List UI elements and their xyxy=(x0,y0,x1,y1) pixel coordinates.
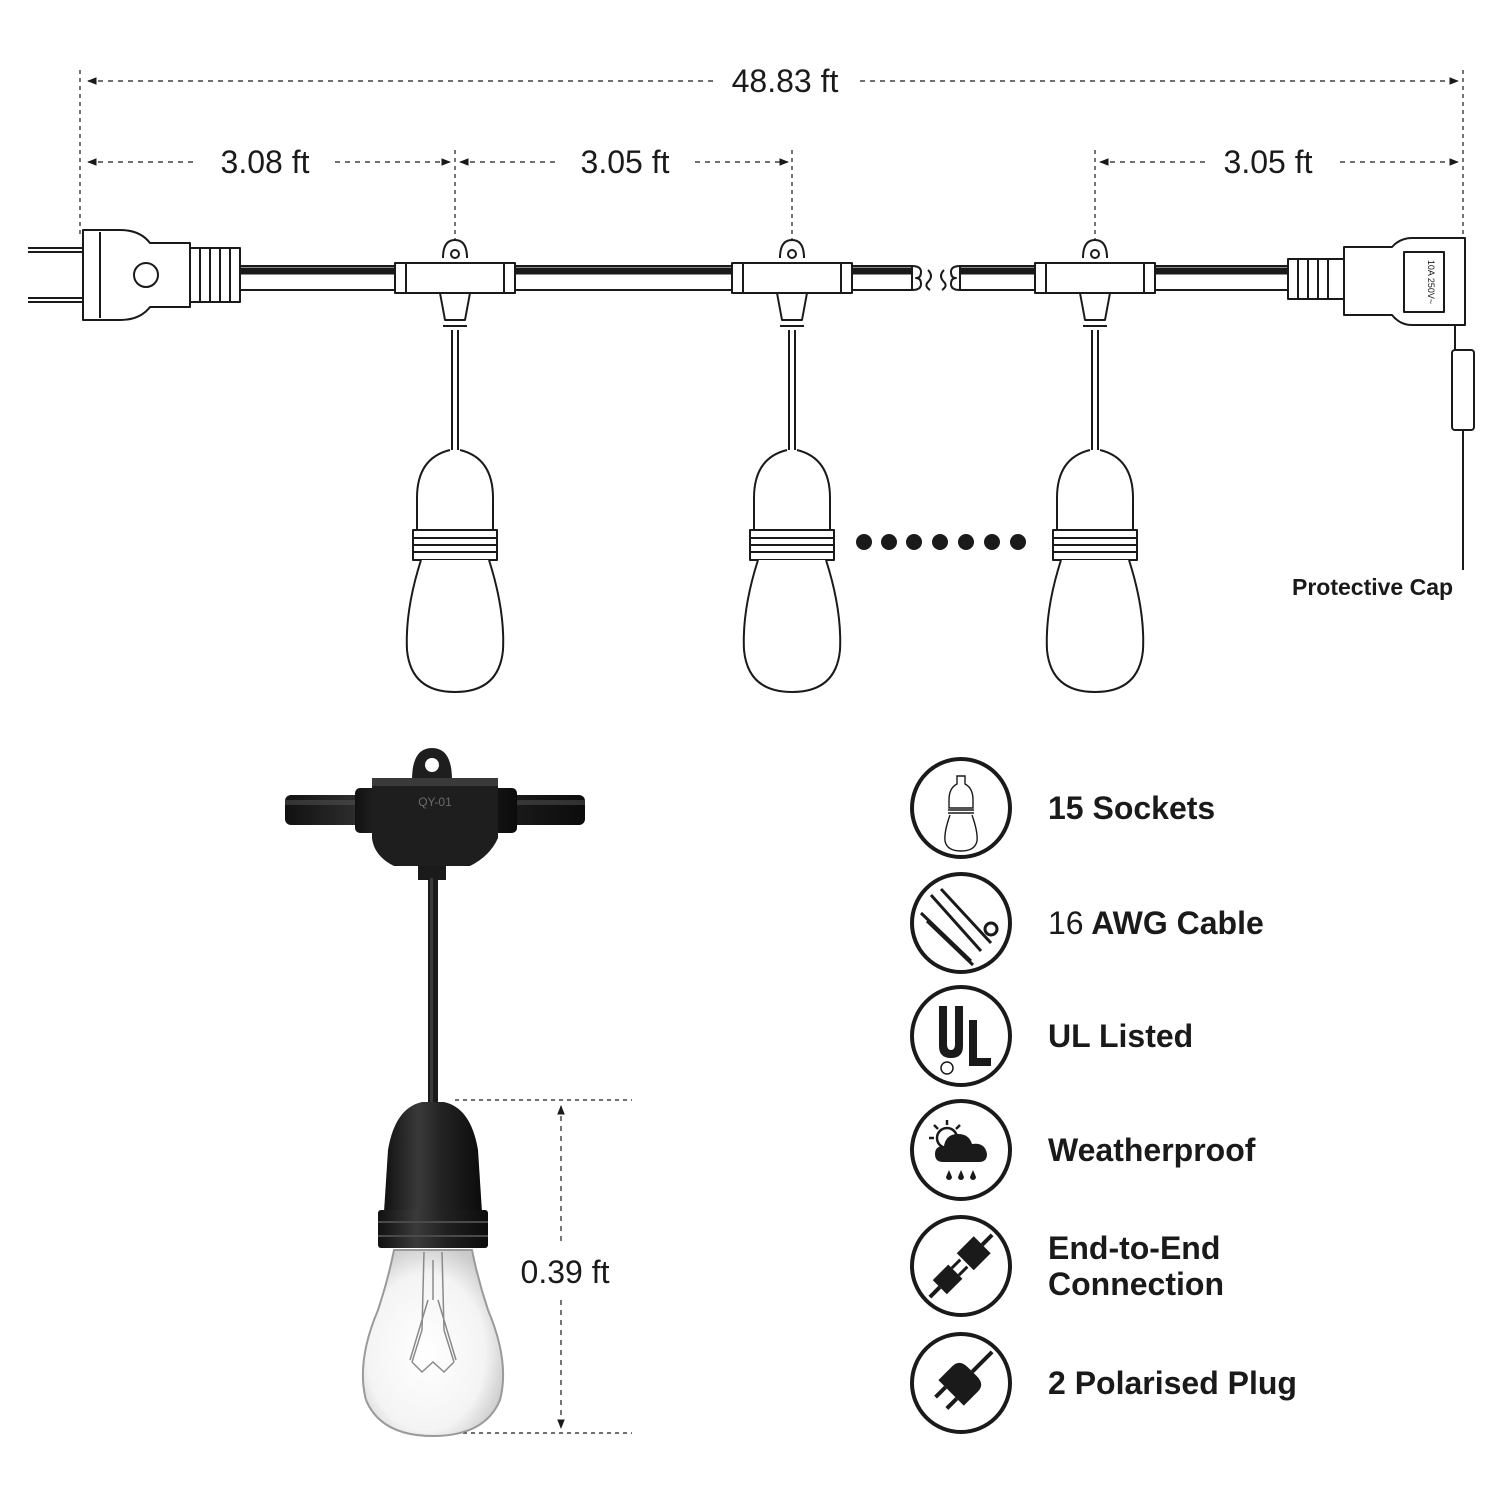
cable-break-icon xyxy=(911,265,961,291)
end-outlet-drawing xyxy=(1287,237,1475,570)
feature-ul-listed-label: UL Listed xyxy=(1048,1018,1194,1054)
weather-icon xyxy=(910,1099,1012,1201)
feature-ul-listed: UL Listed xyxy=(910,986,1470,1086)
socket-closeup: QY-01 xyxy=(285,748,585,1438)
feature-weatherproof: Weatherproof xyxy=(910,1100,1470,1200)
outlet-rating: 10A 250V~ xyxy=(1426,260,1436,304)
plug-icon xyxy=(910,1332,1012,1434)
cable-icon xyxy=(910,872,1012,974)
feature-polarised-plug-label: 2 Polarised Plug xyxy=(1048,1365,1297,1401)
feature-end-to-end: End-to-End Connection xyxy=(910,1216,1470,1316)
plug-drawing xyxy=(28,229,241,321)
main-cable xyxy=(239,265,1289,291)
feature-sockets-label: 15 Sockets xyxy=(1048,790,1216,826)
total-length-label: 48.83 ft xyxy=(732,63,839,99)
bulb-height-label: 0.39 ft xyxy=(521,1254,610,1290)
feature-polarised-plug: 2 Polarised Plug xyxy=(910,1333,1470,1433)
ul-logo-icon xyxy=(910,985,1012,1087)
protective-cap-label: Protective Cap xyxy=(1292,574,1454,600)
feature-icons xyxy=(910,757,1012,1434)
socket-drawing-1 xyxy=(394,239,516,693)
bulb-icon xyxy=(910,757,1012,859)
feature-end-to-end-label: End-to-End Connection xyxy=(1048,1230,1224,1302)
feature-awg-cable-label: 16 AWG Cable xyxy=(1048,905,1264,941)
awg-number: 16 xyxy=(1048,905,1084,941)
last-to-end-label: 3.05 ft xyxy=(1224,144,1313,180)
feature-weatherproof-label: Weatherproof xyxy=(1048,1132,1256,1168)
socket-drawing-2 xyxy=(731,239,853,693)
socket-mark: QY-01 xyxy=(418,795,452,809)
feature-awg-cable: 16 AWG Cable xyxy=(910,873,1470,973)
dimension-lines xyxy=(79,70,1464,1434)
plug-to-first-label: 3.08 ft xyxy=(221,144,310,180)
awg-text: AWG Cable xyxy=(1091,905,1264,941)
socket-drawing-3 xyxy=(1034,239,1156,693)
socket-spacing-label: 3.05 ft xyxy=(581,144,670,180)
feature-sockets: 15 Sockets xyxy=(910,758,1470,858)
string-line-drawing: 10A 250V~ xyxy=(28,229,1475,693)
more-sockets-dots xyxy=(856,534,1026,550)
